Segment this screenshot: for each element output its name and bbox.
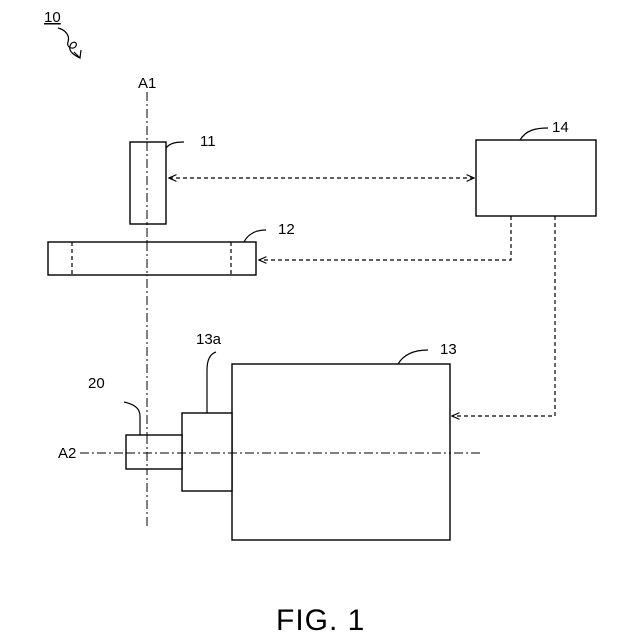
leader-13a [207,352,216,413]
leader-11 [166,142,184,148]
signal-line-14-12 [259,216,511,260]
axis-a2-label: A2 [58,445,76,462]
label-13: 13 [440,341,457,358]
label-12: 12 [278,221,295,238]
axis-a1-label: A1 [138,75,156,92]
leader-12 [244,230,266,242]
label-11: 11 [200,133,216,150]
label-13a: 13a [196,331,222,348]
label-10: 10 [44,9,61,26]
leader-10 [58,28,80,58]
signal-line-14-13 [452,216,555,416]
component-14 [476,140,596,216]
label-14: 14 [552,119,569,136]
leader-13 [398,350,428,364]
figure-caption: FIG. 1 [276,604,365,637]
component-13a [182,413,232,491]
component-11 [130,142,166,224]
component-12 [48,242,256,275]
component-13 [232,364,450,540]
component-20 [126,435,182,469]
leader-20 [124,402,140,435]
leader-14 [520,128,548,140]
label-20: 20 [88,375,105,392]
